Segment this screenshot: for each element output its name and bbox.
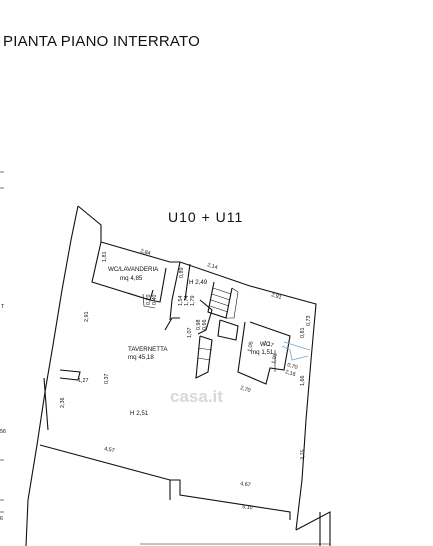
disimpegno-height: H 2,49	[189, 279, 208, 286]
taverna-room: TAVERNETTA mq 45,18 H 2,51	[43, 317, 180, 431]
room-area: mq 4,85	[120, 275, 143, 282]
taverna-room-area: mq 45,18	[128, 354, 154, 361]
dim-236: 2,36	[60, 398, 66, 409]
room-name: WC/LAVANDERIA	[108, 266, 159, 273]
dim-154: 1,54	[178, 296, 184, 307]
dim-270: 2,70	[239, 385, 251, 394]
units-label: U10 + U11	[168, 209, 243, 225]
dim-037: 0,37	[104, 374, 110, 385]
edge-mark-c: 6	[0, 516, 3, 522]
left-edge-marks: T 56 6	[0, 171, 6, 522]
dim-098: 0,98	[196, 320, 202, 331]
outer-walls	[25, 205, 331, 546]
dim-216: 2,16	[284, 369, 296, 378]
dim-467: 4,67	[240, 481, 251, 489]
dim-214: 2,14	[206, 262, 218, 271]
dim-375: 3,75	[300, 449, 306, 460]
dim-166: 1,66	[300, 376, 306, 387]
dim-179: 1,79	[190, 296, 196, 307]
edge-mark-b: 56	[0, 429, 6, 435]
dim-040: 0,40	[152, 295, 158, 306]
dimension-labels: 1,81 2,84 2,14 2,91 2,91 0,89 0,70 0,40 …	[60, 248, 312, 511]
staircase	[195, 281, 239, 379]
dim-089: 0,89	[179, 268, 185, 279]
dim-070a: 0,70	[146, 295, 152, 306]
wc-room-name: WC	[260, 341, 271, 348]
plan-title: PIANTA PIANO INTERRATO	[3, 33, 200, 50]
wc-room: WC mq 1,51	[237, 321, 311, 385]
dim-105: 1,05	[247, 341, 255, 352]
dim-066: 0,66	[202, 320, 208, 331]
edge-mark-a: T	[1, 304, 5, 310]
dim-103: 1,03	[271, 353, 279, 364]
dim-117: 1,17	[262, 340, 274, 349]
watermark-logo: casa.it	[170, 387, 223, 406]
dim-181: 1,81	[102, 252, 108, 263]
taverna-room-height: H 2,51	[130, 410, 149, 417]
wc-room-area: mq 1,51	[251, 349, 274, 356]
dim-070b: 0,70	[286, 362, 298, 371]
dim-291-left: 2,91	[84, 312, 90, 323]
dim-081: 0,81	[300, 328, 306, 339]
taverna-room-name: TAVERNETTA	[128, 346, 168, 353]
dim-510: 5,10	[242, 504, 253, 511]
dim-127: 1,27	[78, 378, 89, 384]
disimpegno-area: H 2,49	[169, 261, 208, 321]
dim-457: 4,57	[104, 446, 116, 454]
dim-284: 2,84	[139, 248, 151, 257]
wc-lavanderia-room: WC/LAVANDERIA mq 4,85	[91, 241, 167, 309]
dim-073: 0,73	[306, 316, 312, 327]
dim-291-top: 2,91	[270, 292, 282, 301]
dim-174: 1,74	[184, 296, 190, 307]
dim-107: 1,07	[187, 328, 193, 339]
